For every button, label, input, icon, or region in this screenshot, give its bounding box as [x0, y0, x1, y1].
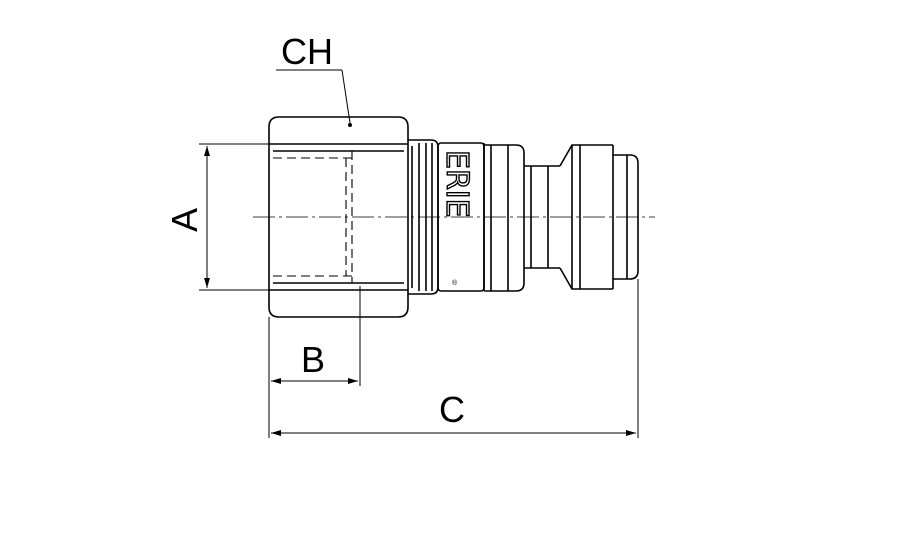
dimension-a-label: A: [164, 208, 205, 232]
brand-text: ERIE: [439, 150, 474, 218]
neck: [524, 165, 560, 269]
dimension-c-label: C: [439, 389, 465, 430]
brand-band: [437, 142, 485, 292]
registered-mark: ®: [452, 279, 458, 287]
hex-leader: [276, 69, 351, 124]
dimension-b-label: B: [301, 339, 325, 380]
leader-dot: [348, 123, 352, 127]
dimension-a: [199, 143, 269, 291]
dimension-c: [271, 279, 639, 438]
hex-label: CH: [281, 31, 333, 72]
dimension-b: [268, 286, 361, 438]
internal-thread: [273, 150, 353, 284]
collar: [484, 144, 525, 292]
plug-nose: [559, 144, 639, 290]
